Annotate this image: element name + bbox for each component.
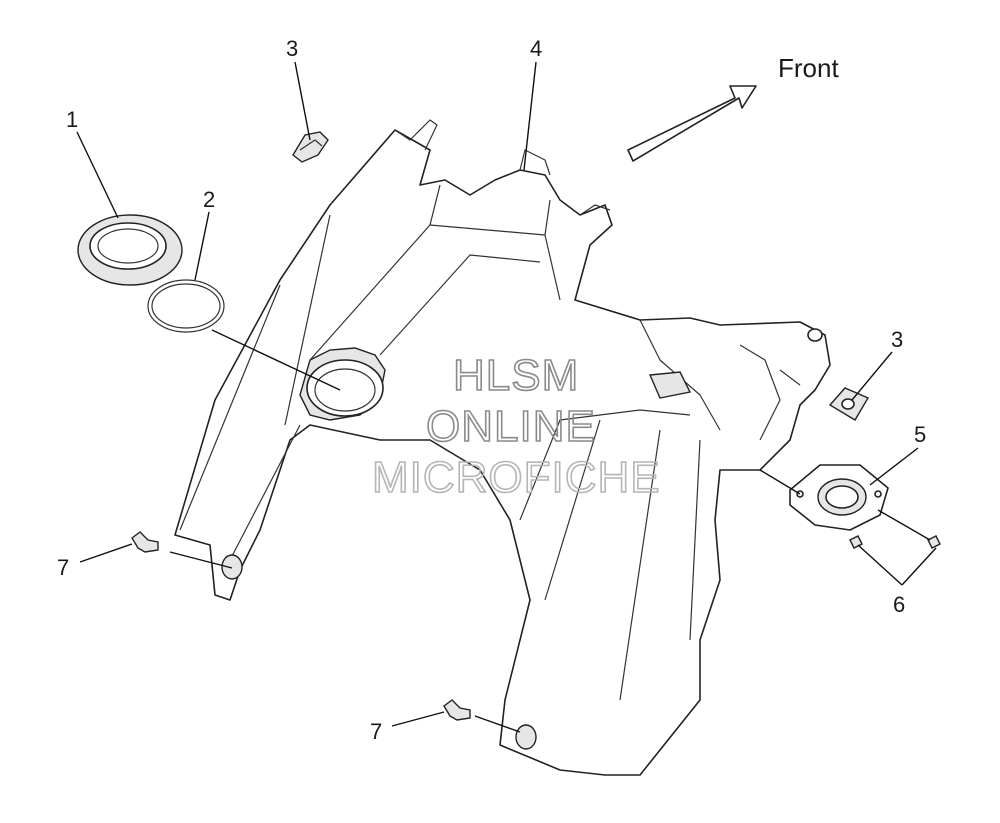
- callout-5: 5: [914, 422, 926, 447]
- clip-right: [828, 387, 870, 421]
- callout-3-top: 3: [286, 36, 298, 61]
- fuel-tank-shroud: [174, 119, 831, 776]
- callout-2: 2: [203, 187, 215, 212]
- push-rivet-upper: [131, 531, 159, 553]
- front-arrow-icon: [627, 85, 757, 162]
- callout-4: 4: [530, 36, 542, 61]
- assembly-lines: [169, 329, 931, 733]
- front-label: Front: [778, 53, 839, 83]
- callout-7-lower: 7: [370, 719, 382, 744]
- grommet: [789, 464, 889, 531]
- push-rivet-lower: [443, 699, 471, 721]
- callout-7-upper: 7: [57, 555, 69, 580]
- watermark-line-2: ONLINE: [426, 402, 596, 451]
- callout-labels: 1 2 3 4 3 5 6 7 7: [57, 36, 926, 744]
- callout-leaders: [76, 61, 937, 727]
- callout-1: 1: [66, 107, 78, 132]
- callout-6: 6: [893, 592, 905, 617]
- o-ring: [147, 279, 225, 333]
- watermark-line-3: MICROFICHE: [372, 453, 661, 502]
- seal-ring: [77, 214, 183, 286]
- clip-top: [292, 131, 329, 163]
- watermark-line-1: HLSM: [453, 351, 579, 400]
- callout-3-right: 3: [891, 327, 903, 352]
- watermark: HLSM ONLINE MICROFICHE: [371, 350, 661, 503]
